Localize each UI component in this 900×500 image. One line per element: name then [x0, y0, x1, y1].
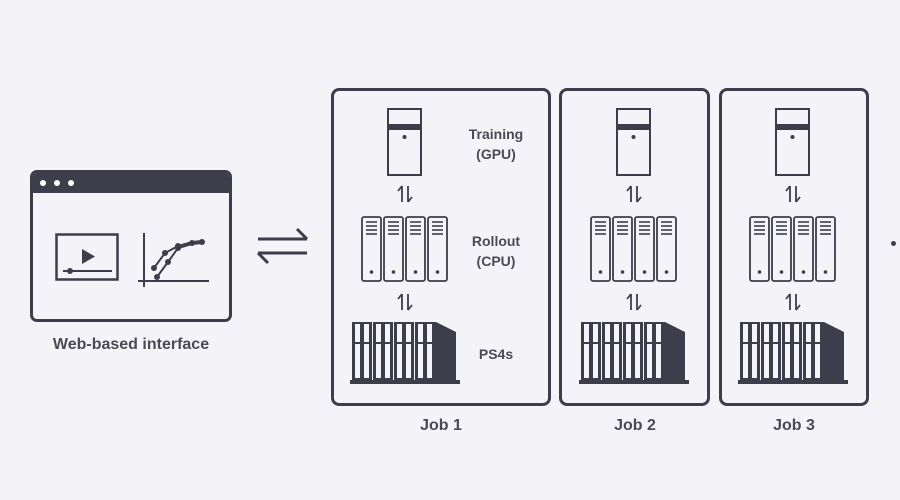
- cpu-servers-icon: [361, 216, 448, 282]
- tier-name: Rollout: [471, 233, 521, 249]
- up-down-arrows-icon: [626, 185, 642, 203]
- ps4-rack-icon: [738, 322, 848, 384]
- browser-title-bar: [33, 173, 229, 193]
- ps4s-label: PS4s: [451, 344, 541, 364]
- rollout-cpu-label: Rollout (CPU): [451, 231, 541, 271]
- job-2-label: Job 2: [614, 417, 656, 434]
- up-down-arrows-icon: [785, 293, 801, 311]
- tier-name: PS4s: [478, 346, 514, 362]
- up-down-arrows-icon: [626, 293, 642, 311]
- tier-sub: (GPU): [476, 146, 516, 162]
- job-3-label: Job 3: [773, 417, 815, 434]
- up-down-arrows-icon: [785, 185, 801, 203]
- job-1-label: Job 1: [420, 417, 462, 434]
- ps4-rack-icon: [579, 322, 689, 384]
- cpu-servers-icon: [590, 216, 677, 282]
- web-interface-browser-window: [30, 170, 232, 322]
- window-dot-icon: [54, 180, 60, 186]
- continuation-dot-icon: [891, 241, 896, 246]
- video-player-icon: [55, 233, 119, 281]
- web-interface-label: Web-based interface: [52, 336, 210, 353]
- gpu-server-icon: [616, 108, 651, 176]
- tier-name: Training: [468, 126, 524, 142]
- tier-sub: (CPU): [476, 253, 516, 269]
- line-chart-icon: [138, 233, 209, 287]
- gpu-server-icon: [775, 108, 810, 176]
- training-gpu-label: Training (GPU): [451, 124, 541, 164]
- gpu-server-icon: [387, 108, 422, 176]
- up-down-arrows-icon: [397, 293, 413, 311]
- window-dot-icon: [68, 180, 74, 186]
- window-dot-icon: [40, 180, 46, 186]
- ps4-rack-icon: [350, 322, 460, 384]
- bidirectional-arrows-icon: [256, 227, 309, 265]
- cpu-servers-icon: [749, 216, 836, 282]
- up-down-arrows-icon: [397, 185, 413, 203]
